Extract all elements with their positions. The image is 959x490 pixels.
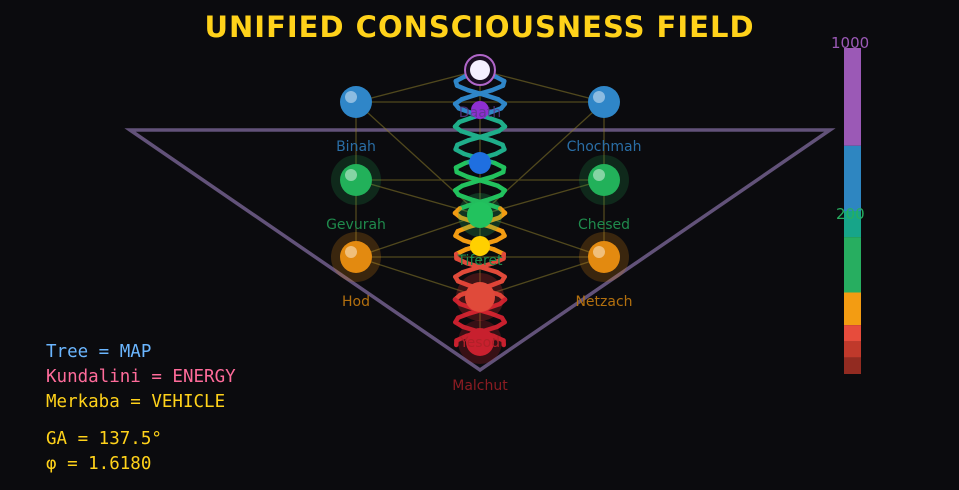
helix-strand-a xyxy=(484,201,503,211)
path-line xyxy=(479,69,605,103)
root-chakra xyxy=(466,328,494,356)
helix-strand-a xyxy=(460,265,480,275)
label-chesed: Chesed xyxy=(578,217,630,233)
helix-strand-b xyxy=(480,265,500,275)
scale-band xyxy=(844,325,861,342)
helix-strand-b xyxy=(480,178,500,188)
scale-band xyxy=(844,341,861,358)
legend: Tree = MAP Kundalini = ENERGY Merkaba = … xyxy=(46,340,236,415)
helix-strand-b xyxy=(457,115,475,125)
sephirot-spheres xyxy=(331,86,629,282)
golden-angle: GA = 137.5° xyxy=(46,429,162,449)
helix-strand-b xyxy=(458,128,478,138)
label-daath: Daath xyxy=(459,105,501,121)
label-netzach: Netzach xyxy=(575,294,632,310)
label-tiphareth: Tiferet xyxy=(456,253,503,269)
scale-band xyxy=(844,145,861,211)
label-gevurah: Gevurah xyxy=(326,217,386,233)
helix-strand-a xyxy=(460,178,480,188)
helix-strand-b xyxy=(473,133,494,143)
legend-tree: Tree = MAP xyxy=(46,342,152,362)
binah-sphere xyxy=(340,86,372,118)
page-title: UNIFIED CONSCIOUSNESS FIELD xyxy=(204,10,755,44)
path-line xyxy=(355,256,481,298)
helix-strand-a xyxy=(482,128,502,138)
consciousness-scale-bar xyxy=(844,48,861,374)
helix-strand-a xyxy=(485,115,503,125)
path-line xyxy=(479,214,605,258)
solar-chakra xyxy=(470,236,490,256)
label-chochmah: Chochmah xyxy=(567,139,642,155)
scale-mid-label: 200 xyxy=(836,205,865,223)
label-hod: Hod xyxy=(342,294,370,310)
label-yesod: Yesod xyxy=(459,335,500,351)
sephirot-labels: Binah Chochmah Daath Gevurah Chesed Tife… xyxy=(326,105,641,394)
sacral-chakra xyxy=(465,282,495,312)
scale-band xyxy=(844,292,861,326)
scale-top-label: 1000 xyxy=(831,34,870,52)
legend-kundalini: Kundalini = ENERGY xyxy=(46,367,236,387)
helix-strand-b xyxy=(481,92,501,102)
kundalini-helix xyxy=(452,69,508,348)
netzach-sphere xyxy=(579,232,629,282)
scale-band xyxy=(844,211,861,238)
chakra-points xyxy=(456,54,504,364)
scale-band xyxy=(844,237,861,293)
legend-merkaba: Merkaba = VEHICLE xyxy=(46,392,226,412)
phi-value: φ = 1.6180 xyxy=(46,454,152,474)
crown-chakra-core xyxy=(470,60,490,80)
chochmah-sphere xyxy=(588,86,620,118)
scale-band xyxy=(844,48,861,146)
constants: GA = 137.5° φ = 1.6180 xyxy=(46,427,162,477)
hod-sphere xyxy=(331,232,381,282)
scale-band xyxy=(844,357,861,374)
helix-strand-b xyxy=(457,201,476,211)
chesed-sphere xyxy=(579,155,629,205)
helix-strand-b xyxy=(465,174,486,184)
label-malchut: Malchut xyxy=(452,378,508,394)
helix-strand-b xyxy=(465,87,487,97)
label-binah: Binah xyxy=(336,139,376,155)
helix-strand-a xyxy=(459,92,479,102)
throat-chakra xyxy=(469,152,491,174)
heart-chakra xyxy=(467,202,493,228)
path-line xyxy=(479,256,605,298)
helix-strand-b xyxy=(464,260,485,270)
path-line xyxy=(355,69,481,103)
third-eye-chakra xyxy=(471,101,489,119)
gevurah-sphere xyxy=(331,155,381,205)
path-line xyxy=(355,214,481,258)
